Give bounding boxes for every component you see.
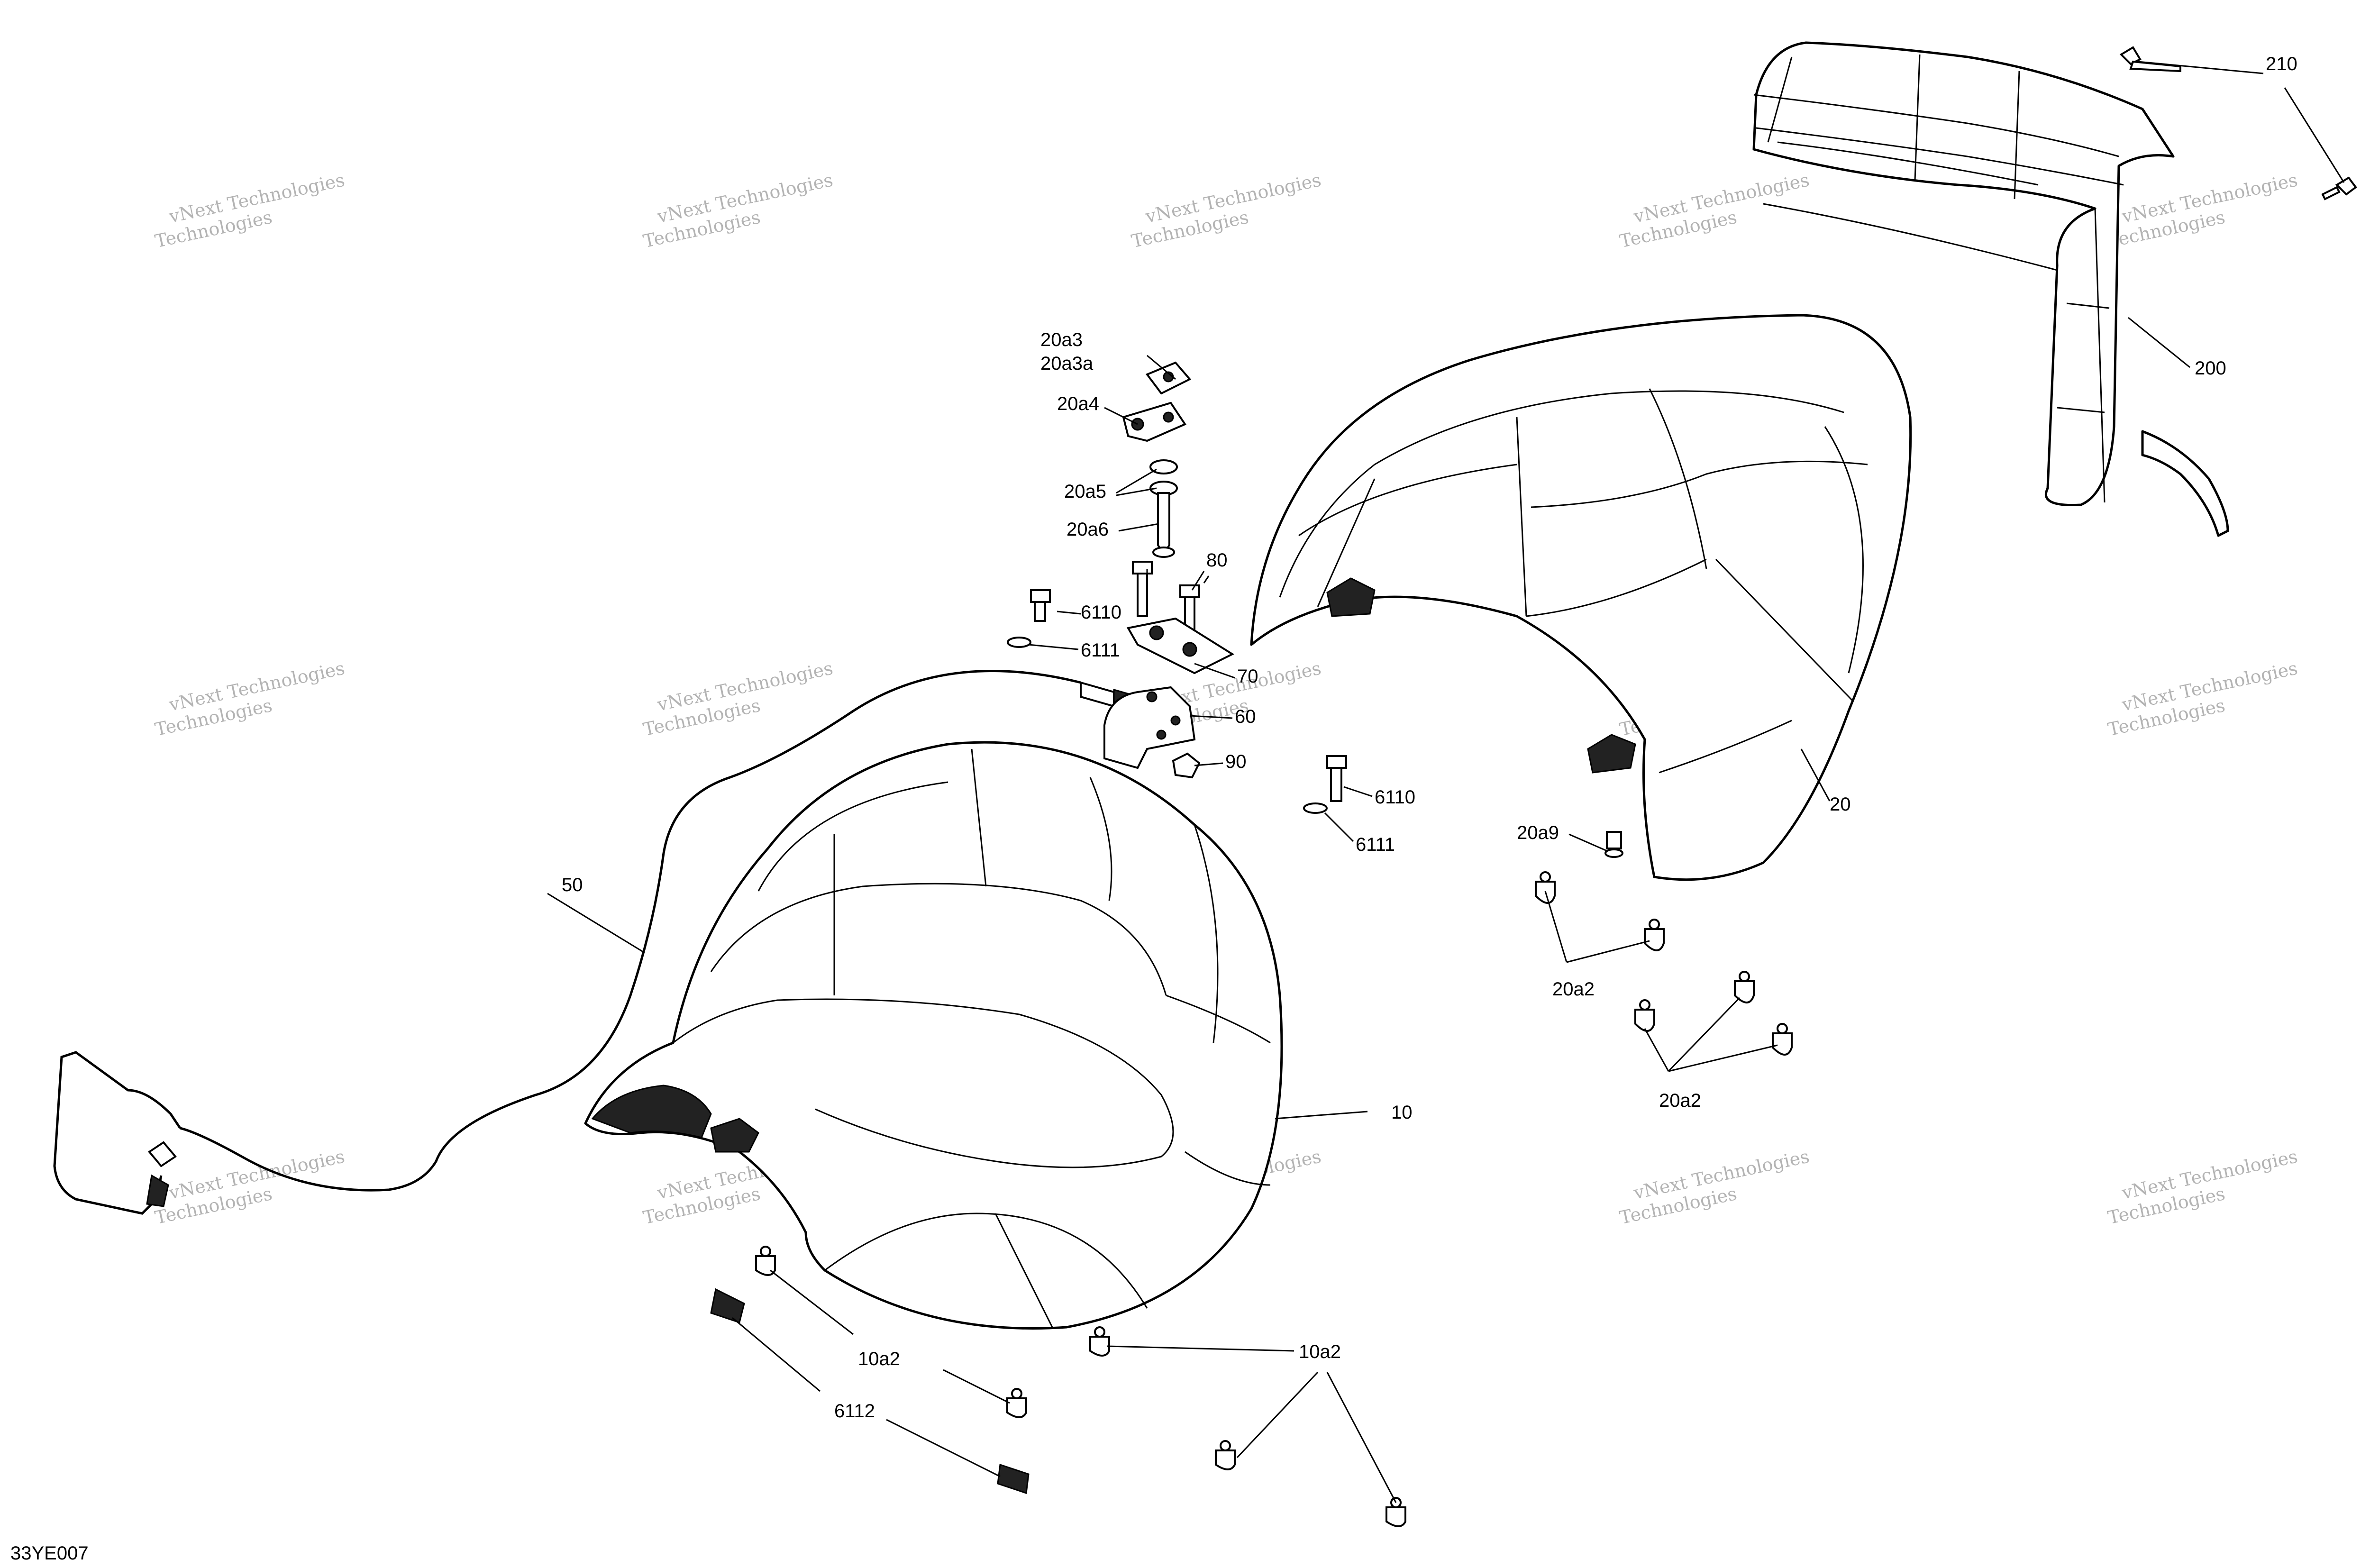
callout-50: 50 [562,875,583,895]
diagram-code: 33YE007 [10,1543,89,1564]
callout-20a3a: 20a3a [1040,353,1094,374]
callout-200: 200 [2195,358,2226,379]
watermark: vNext Technologies Technologies [641,657,835,740]
callout-6112: 6112 [834,1401,875,1422]
callout-20a2-upper: 20a2 [1552,979,1595,1000]
callout-6110-lower: 6110 [1375,787,1415,808]
callout-10a2-right: 10a2 [1299,1341,1341,1362]
callout-20a3: 20a3 [1040,329,1083,350]
watermark: vNext Technologies Technologies [2106,657,2299,740]
callout-210: 210 [2266,54,2297,74]
watermark: vNext Technologies Technologies [1618,1146,1811,1228]
callout-6110-upper: 6110 [1081,602,1121,623]
callout-20: 20 [1830,794,1851,815]
backrest [1752,41,2229,537]
callout-80: 80 [1206,550,1228,571]
callout-90: 90 [1225,751,1247,772]
watermark: vNext Technologies Technologies [641,169,835,252]
driver-seat [584,741,1283,1330]
callout-20a2-lower: 20a2 [1659,1090,1701,1111]
watermark: vNext Technologies Technologies [153,657,346,740]
watermark: vNext Technologies Technologies [153,1146,346,1228]
callout-60: 60 [1235,706,1256,727]
watermark: vNext Technologies Technologies [2106,169,2299,252]
watermark: vNext Technologies Technologies [153,169,346,252]
watermark: vNext Technologies Technologies [1618,169,1811,252]
callouts: 210 200 20a3 20a3a 20a4 20a5 20a6 80 611… [562,54,2297,1422]
watermark: vNext Technologies Technologies [2106,1146,2299,1228]
leader-lines [547,61,2345,1503]
callout-10: 10 [1391,1102,1413,1123]
callout-6111-lower: 6111 [1356,834,1395,855]
watermark: vNext Technologies Technologies [1130,169,1323,252]
passenger-seat [1250,314,1912,881]
callout-20a5: 20a5 [1064,481,1106,502]
callout-20a9: 20a9 [1517,822,1559,843]
hardware [710,46,2357,1527]
callout-6111-upper: 6111 [1081,640,1120,661]
callout-70: 70 [1237,666,1258,687]
callout-20a6: 20a6 [1066,519,1109,540]
callout-20a4: 20a4 [1057,393,1099,414]
callout-10a2-left: 10a2 [858,1349,900,1369]
